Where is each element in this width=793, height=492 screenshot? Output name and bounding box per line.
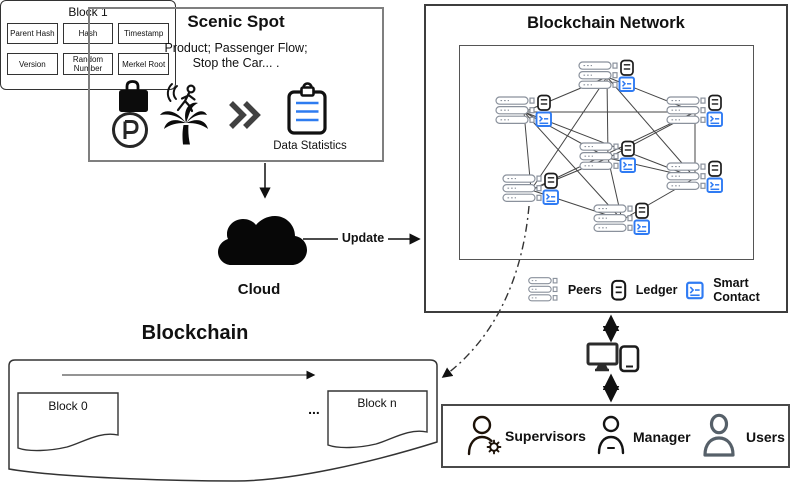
cloud-icon xyxy=(218,216,307,265)
cloud-label: Cloud xyxy=(237,281,281,298)
block1-field-cell: Merkel Root xyxy=(118,53,169,76)
scenic-spot-title: Scenic Spot xyxy=(187,12,285,31)
scenic-spot-box xyxy=(88,7,384,162)
peer-node xyxy=(666,160,723,193)
actors-box xyxy=(441,404,790,468)
peer-node xyxy=(502,172,559,205)
blockchain-container xyxy=(8,359,438,482)
peer-node xyxy=(666,94,723,127)
ledger-legend-icon xyxy=(610,279,627,301)
block0-label: Block 0 xyxy=(48,399,88,413)
block1-field-cell: Random Number xyxy=(62,53,114,76)
users-icon xyxy=(703,413,735,457)
blockchain-network-title: Blockchain Network xyxy=(527,14,685,32)
tablet-icon xyxy=(619,345,640,373)
data-statistics-label: Data Statistics xyxy=(273,140,347,152)
supervisors-label: Supervisors xyxy=(505,428,586,444)
double-chevron-icon xyxy=(229,101,261,129)
scenic-description-line2: Stop the Car... . xyxy=(192,56,280,70)
update-label: Update xyxy=(338,231,388,245)
network-legend: Peers Ledger Smart Contact xyxy=(528,274,793,306)
palm-tree-icon xyxy=(160,102,208,145)
manager-icon xyxy=(597,415,625,455)
peer-node xyxy=(578,59,635,92)
peer-node xyxy=(495,94,552,127)
network-graph xyxy=(495,59,723,235)
clipboard-icon xyxy=(287,82,327,135)
network-inner-box xyxy=(459,45,754,260)
shopping-bag-icon xyxy=(119,80,148,112)
blockchain-network-box xyxy=(424,4,788,313)
pedestrian-icon xyxy=(166,83,196,113)
block1-field-cell: Version xyxy=(7,53,58,76)
peers-legend-icon xyxy=(528,277,558,302)
block1-fields: Parent Hash Hash Timestamp Version Rando… xyxy=(7,23,169,76)
blockn-label: Block n xyxy=(357,396,397,410)
smart-contact-legend-icon xyxy=(686,281,705,299)
block1-field-cell: Parent Hash xyxy=(7,23,58,44)
peers-legend-label: Peers xyxy=(567,283,602,297)
users-label: Users xyxy=(746,429,785,445)
scenic-description-line1: Product; Passenger Flow; xyxy=(164,41,308,55)
block1-field-cell: Hash xyxy=(62,23,114,44)
monitor-icon xyxy=(586,342,619,372)
parking-icon xyxy=(112,112,148,148)
block0-shape xyxy=(17,392,119,452)
smart-contact-legend-label: Smart Contact xyxy=(713,276,760,304)
peer-node xyxy=(579,140,636,173)
blockn-shape xyxy=(327,390,428,449)
blockchain-title: Blockchain xyxy=(141,322,249,344)
network-to-blockchain-connector xyxy=(441,205,530,378)
ledger-legend-label: Ledger xyxy=(635,283,678,297)
supervisors-icon xyxy=(467,415,502,456)
peer-node xyxy=(593,202,650,235)
manager-label: Manager xyxy=(633,429,691,445)
block1-field-cell: Timestamp xyxy=(118,23,169,44)
ellipsis-label: ... xyxy=(308,401,320,417)
